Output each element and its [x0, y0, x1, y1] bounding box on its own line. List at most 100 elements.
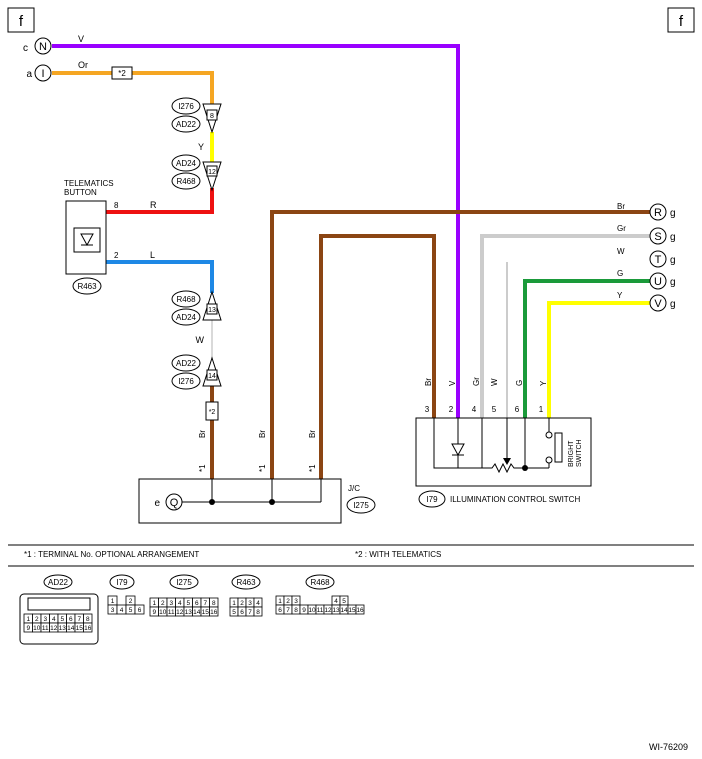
ref-oval-i275 — [346, 496, 376, 514]
pin-number: 14 — [340, 607, 348, 614]
switch-pin-6: 6 — [515, 405, 520, 414]
pin-number: 16 — [356, 607, 364, 614]
wire-label-out-gr: Gr — [617, 224, 626, 233]
connector-c-circle — [34, 37, 52, 55]
ref-ad24-a: AD24 — [176, 159, 197, 168]
pin-number: 4 — [256, 600, 260, 607]
ref-oval-r463 — [72, 277, 102, 295]
pin-number: 4 — [120, 607, 124, 614]
jc-star-2: *1 — [258, 464, 267, 472]
view-name-ad22: AD22 — [48, 578, 69, 587]
wire-label-out-w: W — [617, 247, 625, 256]
wire-red — [94, 188, 214, 214]
output-v-suffix: g — [670, 299, 676, 310]
pin-number: 9 — [26, 625, 30, 632]
wire-label-r: R — [150, 200, 157, 210]
telematics-pin-top: 8 — [114, 201, 119, 210]
jc-node-1 — [209, 499, 215, 505]
connector-pin-box-4 — [206, 369, 218, 381]
switch-wire-v: V — [448, 380, 457, 386]
switch-pin-2: 2 — [449, 405, 454, 414]
note-box-a — [111, 66, 133, 80]
note-box-jc — [205, 401, 219, 421]
pin-number: 1 — [278, 598, 282, 605]
wire-violet — [52, 44, 460, 418]
ref-i79: I79 — [426, 495, 438, 504]
wire-label-out-br: Br — [617, 202, 625, 211]
bright-label-2: SWITCH — [576, 439, 583, 467]
pin-number: 8 — [212, 600, 216, 607]
pin-number: 10 — [308, 607, 316, 614]
pin-number: 4 — [52, 616, 56, 623]
corner-letter-right: f — [679, 13, 684, 30]
pin-number: 15 — [76, 625, 84, 632]
switch-wire-br: Br — [424, 378, 433, 386]
bright-switch-icon — [554, 432, 563, 463]
pin-number: 11 — [317, 607, 324, 614]
view-oval-r463 — [231, 574, 261, 590]
ref-r468-a: R468 — [176, 177, 196, 186]
switch-wire-w: W — [490, 378, 499, 386]
switch-wire-y: Y — [539, 380, 548, 386]
pin-number: 12 — [50, 625, 58, 632]
wire-green — [523, 279, 650, 418]
view-oval-i275 — [169, 574, 199, 590]
ref-oval-ad24-b — [171, 308, 201, 326]
wire-label-out-g: G — [617, 269, 623, 278]
wire-label-v: V — [78, 34, 84, 44]
output-r-circle — [649, 203, 667, 221]
output-t-circle — [649, 250, 667, 268]
connector-pin-4: 14 — [208, 373, 216, 380]
jc-node-2 — [269, 499, 275, 505]
view-oval-ad22 — [43, 574, 73, 590]
ref-ad22-a: AD22 — [176, 120, 197, 129]
output-r-suffix: g — [670, 208, 676, 219]
pin-number: 12 — [324, 607, 332, 614]
pin-number: 7 — [248, 609, 252, 616]
pin-number: 2 — [161, 600, 165, 607]
switch-wire-g: G — [515, 380, 524, 386]
wire-orange — [52, 71, 214, 104]
connector-pin-3: 13 — [208, 307, 216, 314]
bright-contact-top — [545, 431, 553, 439]
ref-ad24-b: AD24 — [176, 313, 197, 322]
view-name-i79: I79 — [116, 578, 128, 587]
pin-number: 2 — [240, 600, 244, 607]
pin-number: 1 — [232, 600, 236, 607]
output-t-symbol: T — [655, 254, 662, 266]
pin-number: 6 — [69, 616, 73, 623]
telematics-label-1: TELEMATICS — [64, 179, 114, 188]
ref-i276-a: I276 — [178, 102, 194, 111]
pin-number: 2 — [35, 616, 39, 623]
output-u-symbol: U — [654, 276, 662, 288]
connector-pin-2: 12 — [208, 169, 216, 176]
pin-number: 12 — [176, 609, 184, 616]
connector-c-symbol: N — [39, 41, 47, 53]
connector-a-letter: a — [26, 69, 32, 80]
switch-pin-1: 1 — [539, 405, 544, 414]
view-latch-ad22 — [27, 597, 91, 611]
pin-number: 15 — [348, 607, 356, 614]
led-icon — [80, 233, 94, 247]
ref-oval-r468-a — [171, 172, 201, 190]
pin-number: 5 — [232, 609, 236, 616]
pin-number: 1 — [111, 598, 115, 605]
pin-number: 15 — [202, 609, 210, 616]
connector-a-symbol: I — [41, 68, 44, 80]
jc-star-3: *1 — [308, 464, 317, 472]
pin-number: 3 — [248, 600, 252, 607]
jc-label: J/C — [348, 484, 360, 493]
pin-number: 1 — [26, 616, 30, 623]
pin-number: 10 — [159, 609, 167, 616]
connector-c-letter: c — [23, 43, 28, 54]
wire-brown-2 — [270, 210, 650, 501]
pin-number: 1 — [152, 600, 156, 607]
telematics-pin-bottom: 2 — [114, 251, 119, 260]
output-s-suffix: g — [670, 232, 676, 243]
pin-number: 16 — [84, 625, 92, 632]
corner-box-left — [7, 7, 35, 33]
pin-number: 10 — [33, 625, 41, 632]
